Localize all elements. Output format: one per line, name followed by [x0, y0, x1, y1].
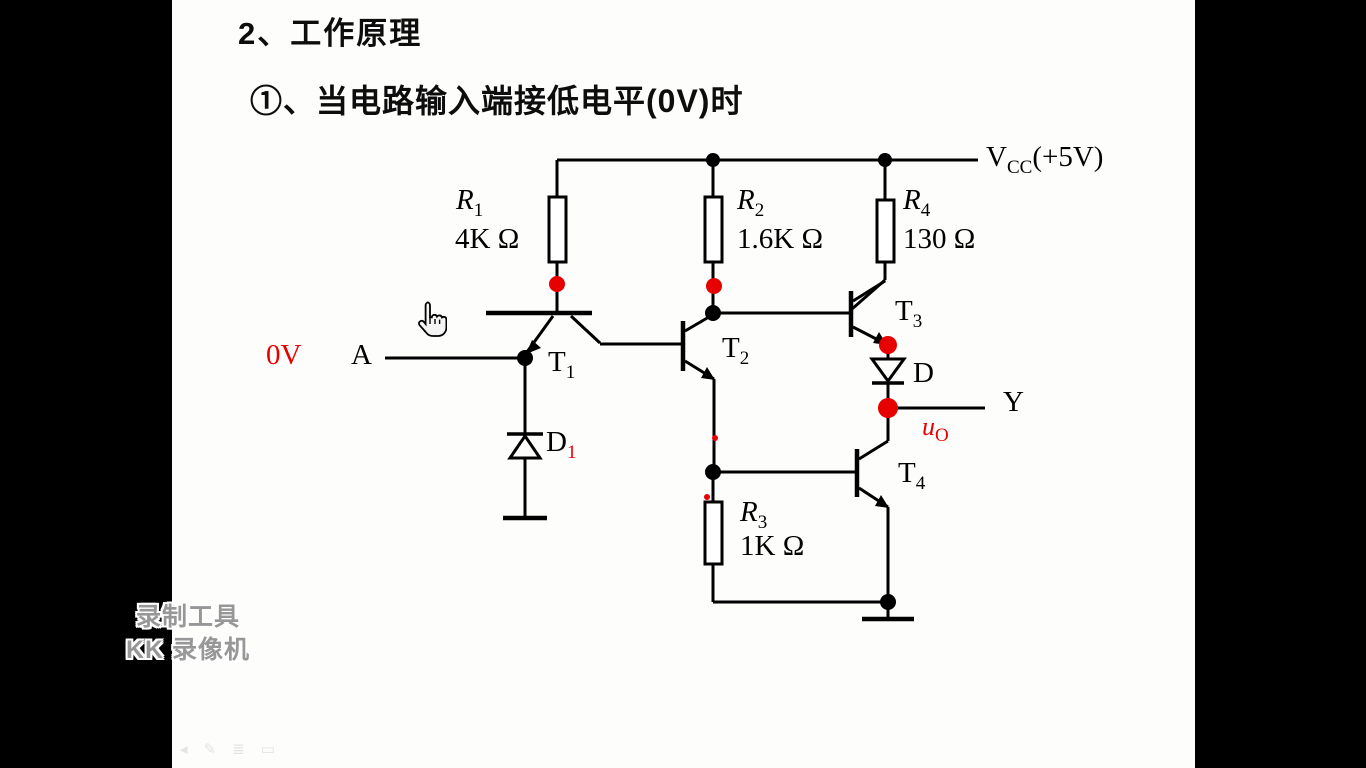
transistor-t4	[705, 439, 890, 602]
red-tick-1	[712, 435, 718, 441]
t4-label: T4	[898, 457, 926, 494]
hand-cursor-icon	[415, 300, 448, 343]
watermark-line2: KK 录像机	[125, 636, 251, 664]
letterbox-right	[1195, 0, 1366, 768]
vcc-rail	[557, 153, 978, 167]
red-dot-r1	[549, 276, 565, 292]
input-branch	[385, 350, 533, 434]
d-triangle	[869, 357, 907, 384]
resistor-r3	[703, 472, 888, 604]
letterbox-left	[0, 0, 172, 768]
r4-label: R4	[903, 184, 931, 221]
t4-collector	[858, 439, 889, 461]
t3-collector	[852, 279, 886, 303]
red-dot-output	[878, 398, 898, 418]
red-dot-r2	[706, 278, 722, 294]
output-signal-label: uO	[922, 412, 949, 447]
resistor-r1	[547, 160, 568, 313]
r4-value: 130 Ω	[903, 223, 976, 255]
t3-label: T3	[895, 295, 923, 332]
red-tick-2	[704, 494, 710, 500]
watermark-line1: 录制工具	[135, 603, 240, 631]
input-voltage-label: 0V	[266, 339, 302, 371]
resistor-body	[703, 195, 724, 264]
input-terminal-label: A	[351, 339, 372, 371]
t2-label: T2	[722, 332, 750, 369]
ground-symbol	[862, 594, 914, 622]
resistor-body	[703, 500, 724, 566]
resistor-body	[875, 198, 896, 264]
transistor-t1	[486, 310, 683, 354]
d1-triangle	[507, 433, 543, 460]
d-label: D	[913, 357, 934, 389]
t1-label: T1	[548, 346, 576, 383]
frame-tool-icon: ▭	[260, 740, 275, 758]
t2-emitter-arrow	[701, 367, 715, 380]
pen-tool-icon: ✎	[203, 740, 217, 758]
r2-value: 1.6K Ω	[737, 223, 823, 255]
t1-emitter-arrow	[526, 340, 541, 354]
highlight-dots	[549, 276, 898, 500]
transistor-t2	[680, 305, 721, 472]
d1-label: D1	[546, 426, 577, 463]
r2-label: R2	[737, 184, 765, 221]
diode-d1	[503, 432, 547, 521]
output-terminal-label: Y	[1003, 386, 1024, 418]
resistor-r4	[851, 160, 896, 311]
resistor-body	[547, 195, 568, 264]
t4-emitter-arrow	[875, 495, 889, 508]
r1-value: 4K Ω	[455, 223, 520, 255]
vcc-label: VCC(+5V)	[986, 141, 1104, 178]
r1-label: R1	[456, 184, 484, 221]
red-dot-t3-emitter	[879, 336, 897, 354]
r3-label: R3	[740, 496, 768, 533]
t1-collector	[569, 314, 602, 345]
page-subtitle: ①、当电路输入端接低电平(0V)时	[250, 83, 744, 119]
watermark: 录制工具 KK 录像机	[108, 601, 268, 667]
cursor-tool-icon: ◂	[180, 740, 188, 758]
faint-toolbar: ◂ ✎ ≣ ▭	[180, 740, 275, 758]
list-tool-icon: ≣	[232, 740, 245, 758]
r3-value: 1K Ω	[740, 530, 805, 562]
page-title: 2、工作原理	[238, 16, 423, 51]
